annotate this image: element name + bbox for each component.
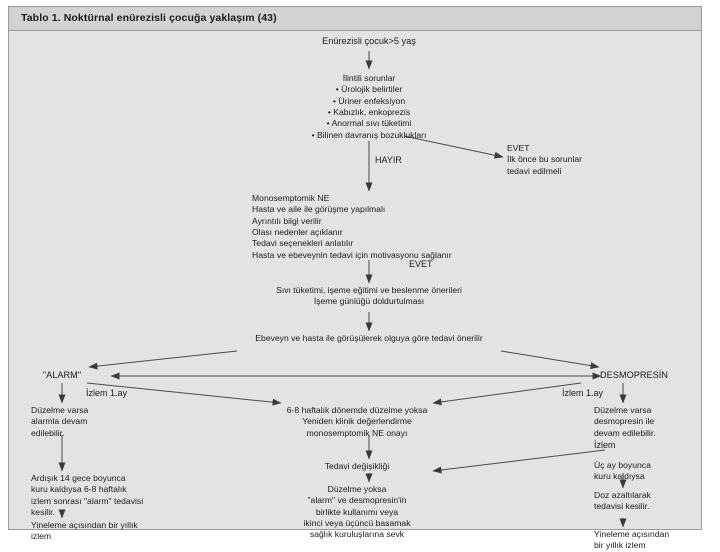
node-escalation: Düzelme yoksa "alarm" ve desmopresin'in … [303,484,411,540]
node-alarm-improved: Düzelme varsa alarmla devam edilebilir. [31,405,89,438]
node-monosymptomatic: Monosemptomik NE Hasta ve aile ile görüş… [252,193,452,260]
node-evet-right: EVET İlk önce bu sorunlar tedavi edilmel… [507,143,582,176]
node-no-response: 6-8 haftalık dönemde düzelme yoksa Yenid… [286,405,428,438]
flowchart-canvas: Enürezisli çocuk>5 yaş İlintili sorunlar… [9,31,701,550]
edge-label-izlem: İzlem [594,440,616,450]
node-desmo-followup: Yineleme açısından bir yıllık izlem [594,529,670,551]
node-alarm: "ALARM" [42,370,82,380]
node-fluid-education: Sıvı tüketimi, işeme eğitimi ve beslenme… [276,285,462,307]
edge-label-izlem-right: İzlem 1.ay [562,388,604,398]
figure-caption: Tablo 1. Noktürnal enürezisli çocuğa yak… [21,12,277,24]
edge-label-izlem-left: İzlem 1.ay [86,388,128,398]
edge-label-evet: EVET [409,259,433,269]
node-start: Enürezisli çocuk>5 yaş [322,36,416,46]
figure-frame: Tablo 1. Noktürnal enürezisli çocuğa yak… [8,6,702,550]
node-alarm-stop: Ardışık 14 gece boyunca kuru kaldıysa 6-… [31,473,144,518]
node-related-problems: İlintili sorunlar • Ürolojik belirtiler … [311,73,427,140]
figure-caption-bar: Tablo 1. Noktürnal enürezisli çocuğa yak… [9,7,701,31]
node-treatment-change: Tedavi değişikliği [324,461,390,471]
node-alarm-followup: Yineleme açısından bir yıllık izlem [31,520,138,542]
node-counselling: Ebeveyn ve hasta ile görüşülerek olguya … [255,333,483,343]
node-desmo-taper: Doz azaltılarak tedavisi kesilir. [594,490,651,512]
edge-label-hayir: HAYIR [375,155,402,165]
node-desmopressin: DESMOPRESİN [600,370,668,380]
node-desmo-improved: Düzelme varsa desmopresin ile devam edil… [594,405,656,438]
node-desmo-three-months: Üç ay boyunca kuru kaldıysa [594,460,651,482]
